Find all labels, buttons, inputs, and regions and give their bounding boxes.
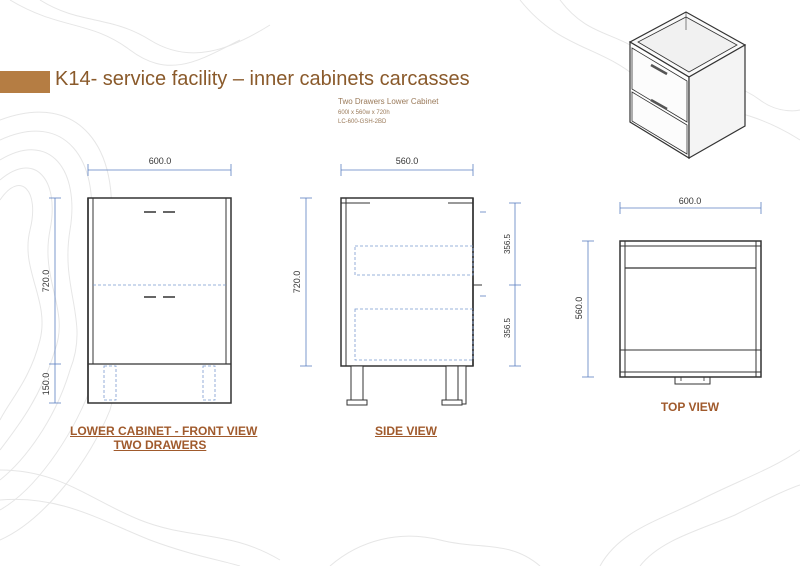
title-accent-bar [0,71,50,93]
front-plinth-dim: 150.0 [41,373,51,396]
isometric-view [628,11,747,160]
top-view-label: TOP VIEW [660,400,720,414]
product-name: Two Drawers Lower Cabinet [338,97,439,106]
side-height-dim: 720.0 [292,271,302,294]
front-view-label: LOWER CABINET - FRONT VIEW [70,424,258,438]
front-view-sublabel: TWO DRAWERS [113,438,207,452]
side-view-label: SIDE VIEW [374,424,437,438]
product-code: LC-600-GSH-2BD [338,119,387,125]
top-width-dim: 600.0 [679,196,702,206]
front-width-dim: 600.0 [149,156,172,166]
page-title: K14- service facility – inner cabinets c… [55,68,470,90]
side-drawer-top-dim: 356.5 [503,233,512,254]
product-dimensions: 600l x 560w x 720h [338,110,390,116]
front-height-dim: 720.0 [41,270,51,293]
side-depth-dim: 560.0 [396,156,419,166]
side-view: 560.0 720.0 356.5 356.5 [292,156,521,406]
side-drawer-bottom-dim: 356.5 [503,317,512,338]
front-view: 600.0 720.0 150.0 [41,156,232,404]
top-view: 600.0 560.0 [574,196,762,385]
top-depth-dim: 560.0 [574,297,584,320]
